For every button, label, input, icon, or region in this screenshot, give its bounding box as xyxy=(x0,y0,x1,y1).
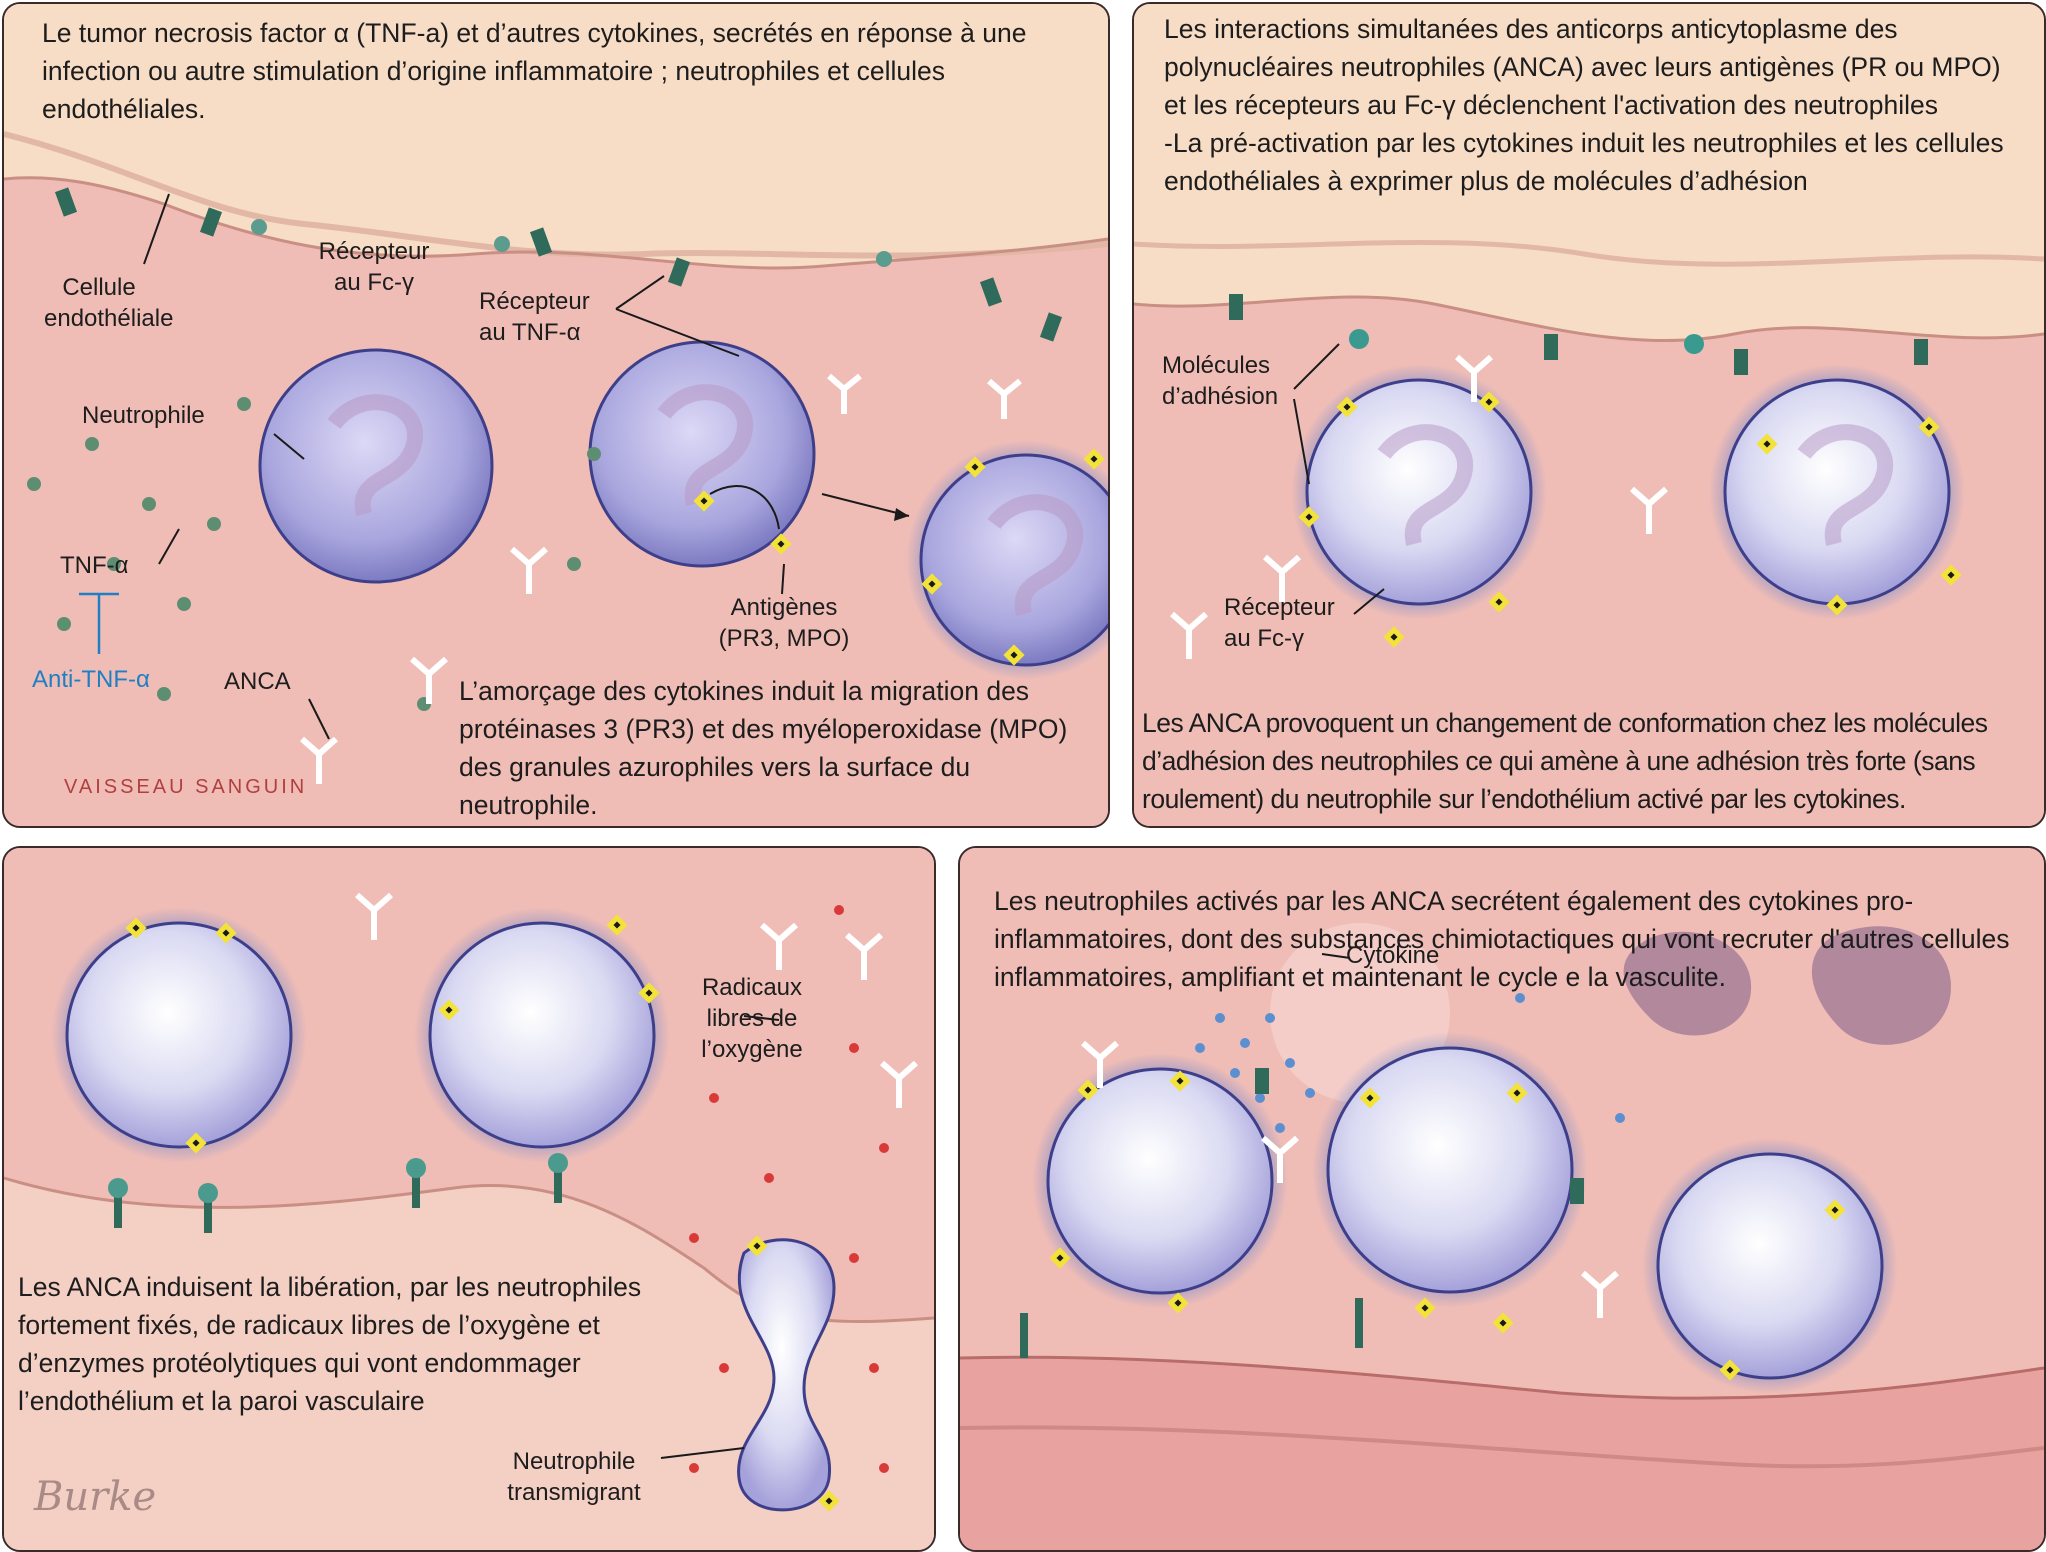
label-antigens: Antigènes (PR3, MPO) xyxy=(718,594,850,652)
panel-cytokine-release: Les neutrophiles activés par les ANCA se… xyxy=(958,846,2046,1552)
recruited-cell xyxy=(1623,931,1752,1036)
activated-neutrophil xyxy=(1046,1067,1274,1295)
artist-signature: Burke xyxy=(34,1474,157,1520)
panel2-caption-top: Les interactions simultanées des anticor… xyxy=(1164,14,2004,196)
label-tnf-alpha: TNF-α xyxy=(60,552,129,579)
neutrophil-cell-antigen-surface xyxy=(919,453,1108,667)
panel1-caption-bottom: L’amorçage des cytokines induit la migra… xyxy=(459,676,1068,820)
panel2-caption-bottom: Les ANCA provoquent un changement de con… xyxy=(1142,708,1988,814)
label-fc-receptor-2: Récepteur au Fc-γ xyxy=(1224,594,1335,652)
panel-anca-activation: Les interactions simultanées des anticor… xyxy=(1132,2,2046,828)
panel1-caption-top: Le tumor necrosis factor α (TNF-a) et d’… xyxy=(42,18,1027,124)
anca-antibodies xyxy=(1170,354,1668,659)
label-fc-receptor: Récepteur au Fc-γ xyxy=(318,238,430,296)
neutrophil-cell xyxy=(258,348,494,584)
label-transmigrating-neutrophil: Neutrophile transmigrant xyxy=(507,1448,641,1506)
label-anti-tnf-alpha: Anti-TNF-α xyxy=(32,666,150,693)
label-tnf-receptor: Récepteur au TNF-α xyxy=(479,288,590,346)
bound-neutrophil xyxy=(65,921,293,1149)
activated-neutrophil xyxy=(1305,378,1533,606)
activated-neutrophil xyxy=(1326,1046,1574,1294)
label-neutrophil: Neutrophile xyxy=(82,402,205,429)
label-oxygen-radicals: Radicaux libres de l’oxygène xyxy=(701,974,803,1063)
panel2-illustration xyxy=(1134,4,2044,826)
anca-antibodies xyxy=(300,373,1022,784)
panel-oxygen-radicals: Radicaux libres de l’oxygène Les ANCA in… xyxy=(2,846,936,1552)
panel3-caption-bottom: Les ANCA induisent la libération, par le… xyxy=(18,1272,642,1416)
label-anca: ANCA xyxy=(224,668,291,695)
panel1-illustration xyxy=(4,4,1108,826)
activated-neutrophil xyxy=(1723,378,1951,606)
oxygen-radicals xyxy=(689,905,889,1473)
label-endothelial-cell: Cellule endothéliale xyxy=(44,274,174,332)
anca-antibodies xyxy=(355,892,918,1108)
panel4-illustration xyxy=(960,848,2044,1550)
anca-antibodies xyxy=(1081,1040,1619,1318)
panel3-illustration xyxy=(4,848,934,1550)
transmigrating-neutrophil xyxy=(737,1238,836,1512)
panel4-caption-top: Les neutrophiles activés par les ANCA se… xyxy=(994,886,2010,992)
label-vessel: VAISSEAU SANGUIN xyxy=(64,776,308,798)
recruited-cell xyxy=(1811,926,1951,1045)
neutrophil-cell-primed xyxy=(588,340,816,568)
bound-neutrophil xyxy=(428,921,656,1149)
activated-neutrophil xyxy=(1656,1152,1884,1380)
label-adhesion-molecules: Molécules d’adhésion xyxy=(1162,352,1279,410)
cytokine-particles xyxy=(1195,993,1625,1133)
panel-cytokine-priming: Le tumor necrosis factor α (TNF-a) et d’… xyxy=(2,2,1110,828)
label-cytokine: Cytokine xyxy=(1346,942,1440,969)
